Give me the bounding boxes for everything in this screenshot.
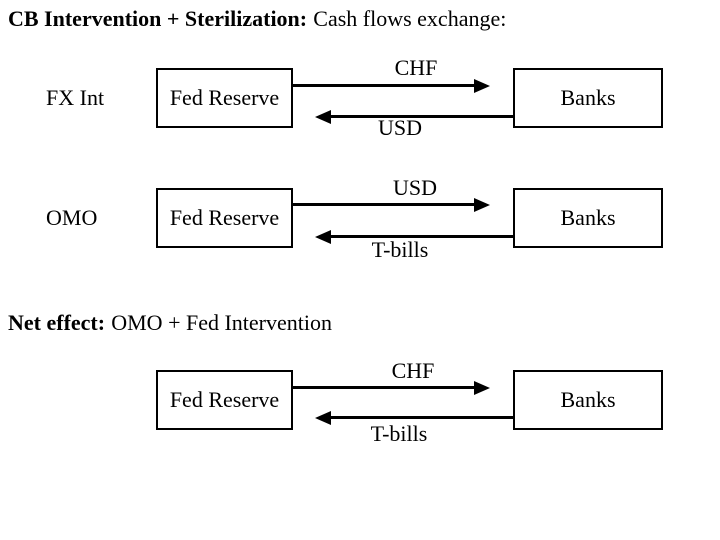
slide-title-regular: Cash flows exchange: <box>313 6 507 31</box>
arrow-head-left-icon <box>315 411 331 425</box>
top-flow-label: CHF <box>394 55 438 80</box>
slide-title: CB Intervention + Sterilization:Cash flo… <box>8 6 506 31</box>
fed-reserve-box: Fed Reserve <box>156 188 293 248</box>
arrow-head-right-icon <box>474 79 490 93</box>
banks-box: Banks <box>513 370 663 430</box>
fed-reserve-box: Fed Reserve <box>156 370 293 430</box>
top-flow-arrow <box>293 198 490 212</box>
fed-reserve-box-label: Fed Reserve <box>169 387 280 412</box>
banks-box: Banks <box>513 68 663 128</box>
arrow-head-left-icon <box>315 230 331 244</box>
banks-box-label: Banks <box>560 85 616 110</box>
bottom-flow-label: T-bills <box>370 421 428 446</box>
fed-reserve-box: Fed Reserve <box>156 68 293 128</box>
arrow-line <box>293 84 477 87</box>
banks-box-label: Banks <box>560 205 616 230</box>
arrow-line <box>293 386 477 389</box>
bottom-flow-arrow <box>315 230 513 244</box>
arrow-head-right-icon <box>474 381 490 395</box>
arrow-line <box>328 115 513 118</box>
slide-title-bold: CB Intervention + Sterilization: <box>8 6 308 31</box>
banks-box: Banks <box>513 188 663 248</box>
top-flow-label: USD <box>392 175 438 200</box>
fed-reserve-box-label: Fed Reserve <box>169 205 280 230</box>
row-label-omo: OMO <box>46 205 98 230</box>
arrow-head-right-icon <box>474 198 490 212</box>
bottom-flow-arrow <box>315 110 513 124</box>
arrow-line <box>328 235 513 238</box>
top-flow-arrow <box>293 381 490 395</box>
fed-reserve-box-label: Fed Reserve <box>169 85 280 110</box>
net-effect-text: Net effect:OMO + Fed Intervention <box>8 310 332 335</box>
bottom-flow-label: T-bills <box>371 237 429 262</box>
banks-box-label: Banks <box>560 387 616 412</box>
arrow-head-left-icon <box>315 110 331 124</box>
top-flow-arrow <box>293 79 490 93</box>
bottom-flow-arrow <box>315 411 513 425</box>
bottom-flow-label: USD <box>377 115 423 140</box>
arrow-line <box>328 416 513 419</box>
net-effect-regular: OMO + Fed Intervention <box>111 310 332 335</box>
arrow-line <box>293 203 477 206</box>
row-label-fx-int: FX Int <box>46 85 105 110</box>
top-flow-label: CHF <box>391 358 435 383</box>
net-effect-bold: Net effect: <box>8 310 106 335</box>
